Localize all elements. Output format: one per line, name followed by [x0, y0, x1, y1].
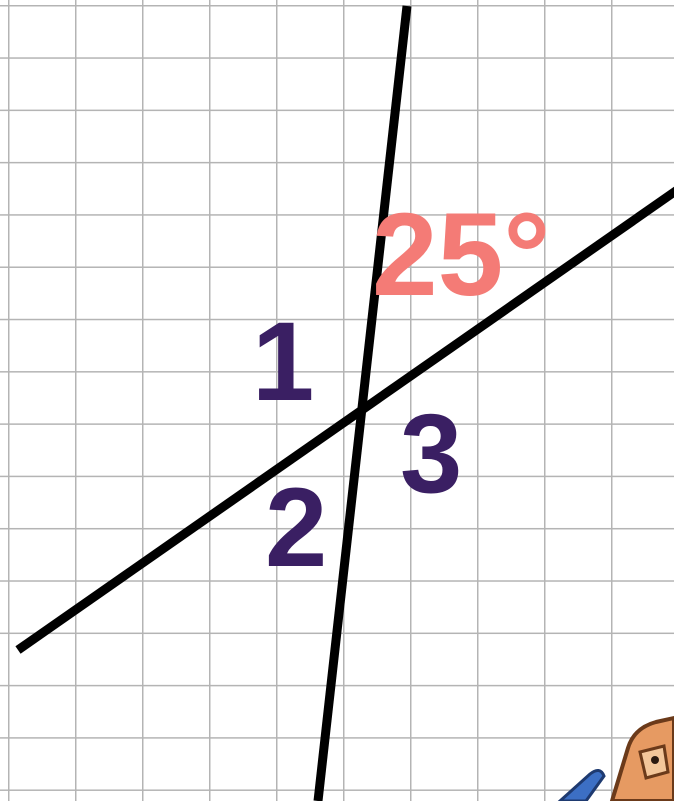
character-pen [557, 769, 606, 801]
angle-2-label: 2 [265, 465, 328, 590]
angle-3-label: 3 [400, 391, 463, 516]
angle-1-label: 1 [252, 299, 315, 424]
steep-line [313, 5, 412, 801]
given-angle-label: 25° [372, 189, 551, 321]
character-eye [651, 756, 659, 764]
cartoon-character-icon [557, 715, 674, 801]
diagonal-line [15, 186, 674, 654]
